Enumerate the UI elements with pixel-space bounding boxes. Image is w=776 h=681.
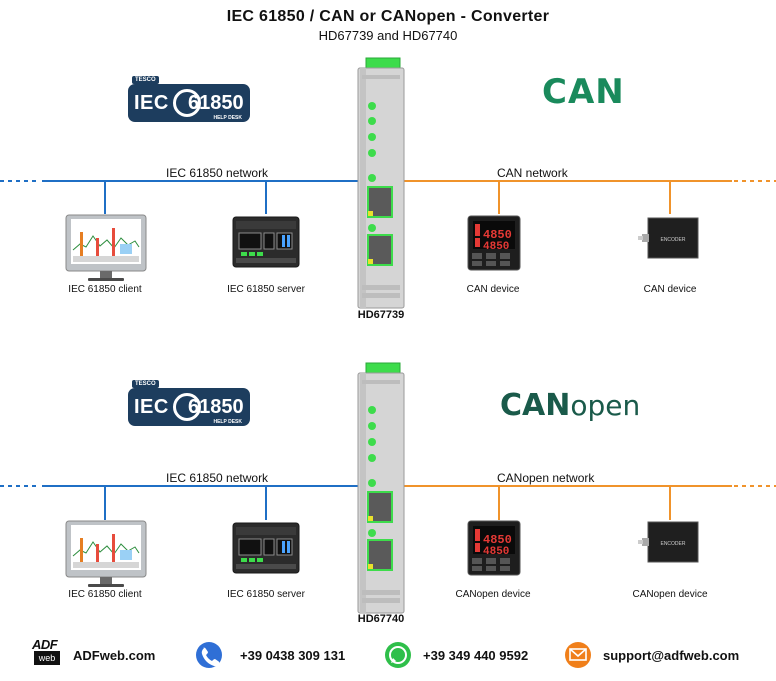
canopen-network-label-bottom: CANopen network [497, 471, 595, 485]
model-label-top: HD67739 [357, 309, 405, 321]
canopen-logo-light: open [570, 389, 641, 422]
adfweb-logo-bottom: web [34, 651, 60, 665]
display-reading-top-1: 4850 [483, 228, 512, 242]
canopen-encoder-device-bottom [638, 521, 699, 563]
phone-icon [196, 642, 222, 668]
page-subtitle: HD67739 and HD67740 [318, 28, 458, 43]
encoder-label-top: ENCODER [660, 237, 685, 243]
converter-device-bottom [357, 362, 405, 614]
can-logo: CAN [542, 72, 625, 112]
iec-server-device-bottom [232, 522, 300, 574]
can-network-label-top: CAN network [497, 166, 568, 180]
device-label-can-device-2-top: CAN device [643, 284, 697, 295]
display-reading-bottom-1: 4850 [483, 533, 512, 547]
footer-email-link[interactable]: support@adfweb.com [603, 648, 740, 663]
iec-server-device-top [232, 216, 300, 268]
iec-logo-number: 61850 [188, 396, 244, 418]
iec-client-monitor-bottom [65, 520, 147, 587]
canopen-logo-bold: CAN [500, 388, 571, 423]
can-encoder-device-top [638, 217, 699, 259]
display-reading-bottom-2: 4850 [483, 546, 509, 558]
iec-network-line-top [0, 180, 362, 214]
footer-website-link[interactable]: ADFweb.com [73, 648, 156, 663]
converter-device-top [357, 57, 405, 309]
device-label-iec-client-bottom: IEC 61850 client [68, 589, 142, 600]
device-label-can-device-1-top: CAN device [466, 284, 520, 295]
device-label-iec-client-top: IEC 61850 client [68, 284, 142, 295]
encoder-label-bottom: ENCODER [660, 541, 685, 547]
iec61850-logo-bottom: TESCO IEC 61850 HELP DESK [128, 380, 252, 430]
iec-network-line-bottom [0, 485, 362, 520]
iec-network-label-top: IEC 61850 network [166, 166, 269, 180]
iec-network-label-bottom: IEC 61850 network [166, 471, 269, 485]
adfweb-logo-top: ADF [32, 637, 58, 652]
iec-logo-brand: TESCO [132, 380, 159, 388]
device-label-iec-server-bottom: IEC 61850 server [227, 589, 305, 600]
iec-logo-ring [173, 89, 201, 117]
can-controller-device-top [467, 215, 521, 271]
canopen-logo: CANopen [500, 388, 640, 423]
can-network-line-top [396, 180, 776, 214]
iec-logo-brand: TESCO [132, 76, 159, 84]
footer-whatsapp[interactable]: +39 349 440 9592 [423, 648, 529, 663]
canopen-controller-device-bottom [467, 520, 521, 576]
iec-logo-tag: HELP DESK [213, 115, 242, 121]
footer-phone[interactable]: +39 0438 309 131 [240, 648, 346, 663]
iec-logo-standard: IEC [134, 92, 169, 114]
model-label-bottom: HD67740 [357, 613, 405, 625]
iec-logo-standard: IEC [134, 396, 169, 418]
iec-logo-tag: HELP DESK [213, 419, 242, 425]
whatsapp-icon [385, 642, 411, 668]
device-label-iec-server-top: IEC 61850 server [227, 284, 305, 295]
display-reading-top-2: 4850 [483, 241, 509, 253]
email-icon [565, 642, 591, 668]
adfweb-logo: ADF web [32, 637, 66, 671]
iec61850-logo-top: TESCO IEC 61850 HELP DESK [128, 76, 252, 126]
page-title: IEC 61850 / CAN or CANopen - Converter [226, 8, 550, 25]
iec-logo-badge: IEC 61850 HELP DESK [128, 388, 250, 426]
device-label-canopen-device-1-bottom: CANopen device [455, 589, 531, 600]
iec-logo-number: 61850 [188, 92, 244, 114]
iec-client-monitor-top [65, 214, 147, 281]
iec-logo-badge: IEC 61850 HELP DESK [128, 84, 250, 122]
canopen-network-line-bottom [396, 485, 776, 520]
device-label-canopen-device-2-bottom: CANopen device [632, 589, 708, 600]
iec-logo-ring [173, 393, 201, 421]
